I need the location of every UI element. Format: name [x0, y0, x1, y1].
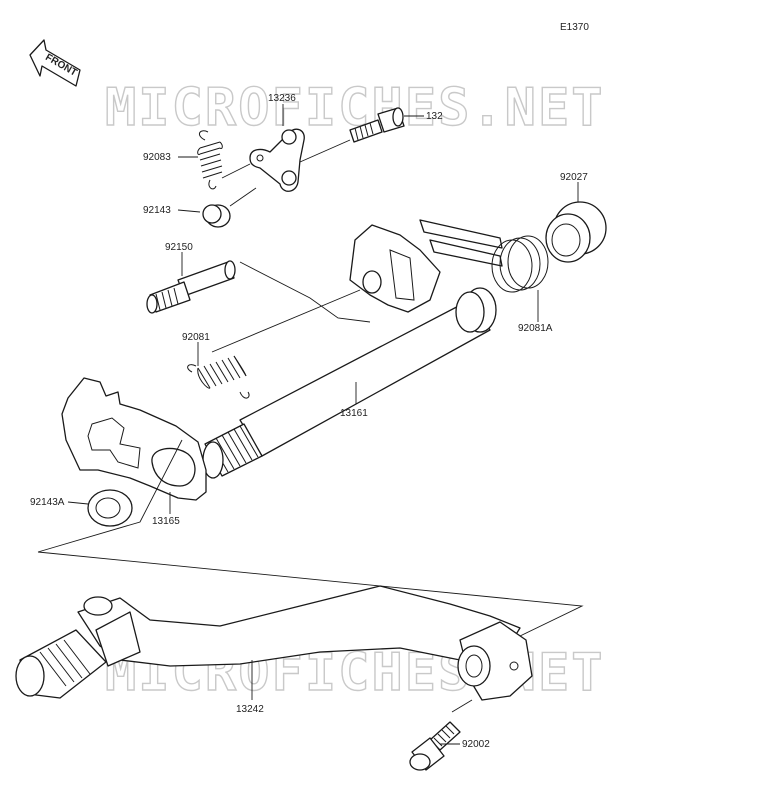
svg-text:92002: 92002 — [462, 739, 490, 750]
svg-text:92081: 92081 — [182, 332, 210, 343]
part-132-bolt[interactable] — [349, 107, 405, 143]
alignment-lines — [37, 139, 584, 713]
label-92027: 92027 — [560, 172, 588, 202]
svg-text:92143A: 92143A — [30, 497, 65, 508]
label-92081: 92081 — [182, 332, 210, 366]
part-92027-bush[interactable] — [545, 201, 607, 263]
part-13242-shift-pedal[interactable] — [15, 585, 533, 701]
part-92143-collar[interactable] — [202, 204, 231, 228]
label-92150: 92150 — [165, 242, 193, 276]
svg-text:92150: 92150 — [165, 242, 193, 253]
svg-text:13236: 13236 — [268, 93, 296, 104]
front-arrow-icon: FRONT — [29, 39, 81, 87]
svg-text:92143: 92143 — [143, 205, 171, 216]
svg-text:92081A: 92081A — [518, 323, 553, 334]
label-13165: 13165 — [152, 492, 180, 527]
part-13236-link-plate[interactable] — [249, 128, 305, 192]
part-92150-pin[interactable] — [146, 260, 236, 314]
part-13161-shift-shaft[interactable] — [202, 224, 497, 479]
part-92081a-spring[interactable] — [419, 219, 549, 293]
label-92081a: 92081A — [518, 290, 553, 334]
svg-text:13165: 13165 — [152, 516, 180, 527]
label-92002: 92002 — [440, 739, 490, 750]
label-13236: 13236 — [268, 93, 296, 126]
part-92083-spring[interactable] — [197, 130, 223, 190]
label-13161: 13161 — [340, 382, 368, 419]
part-92002-bolt[interactable] — [409, 721, 461, 771]
part-92081-spring[interactable] — [187, 355, 250, 399]
part-13165-shift-plate[interactable] — [61, 377, 207, 501]
label-92083: 92083 — [143, 152, 198, 163]
svg-text:13161: 13161 — [340, 408, 368, 419]
part-92143a-collar[interactable] — [87, 489, 133, 527]
label-132: 132 — [404, 111, 443, 122]
svg-text:92083: 92083 — [143, 152, 171, 163]
svg-text:132: 132 — [426, 111, 443, 122]
label-92143a: 92143A — [30, 497, 89, 508]
label-92143: 92143 — [143, 205, 201, 216]
label-13242: 13242 — [236, 660, 264, 715]
svg-text:92027: 92027 — [560, 172, 588, 183]
diagram-code: E1370 — [560, 22, 589, 33]
svg-text:13242: 13242 — [236, 704, 264, 715]
